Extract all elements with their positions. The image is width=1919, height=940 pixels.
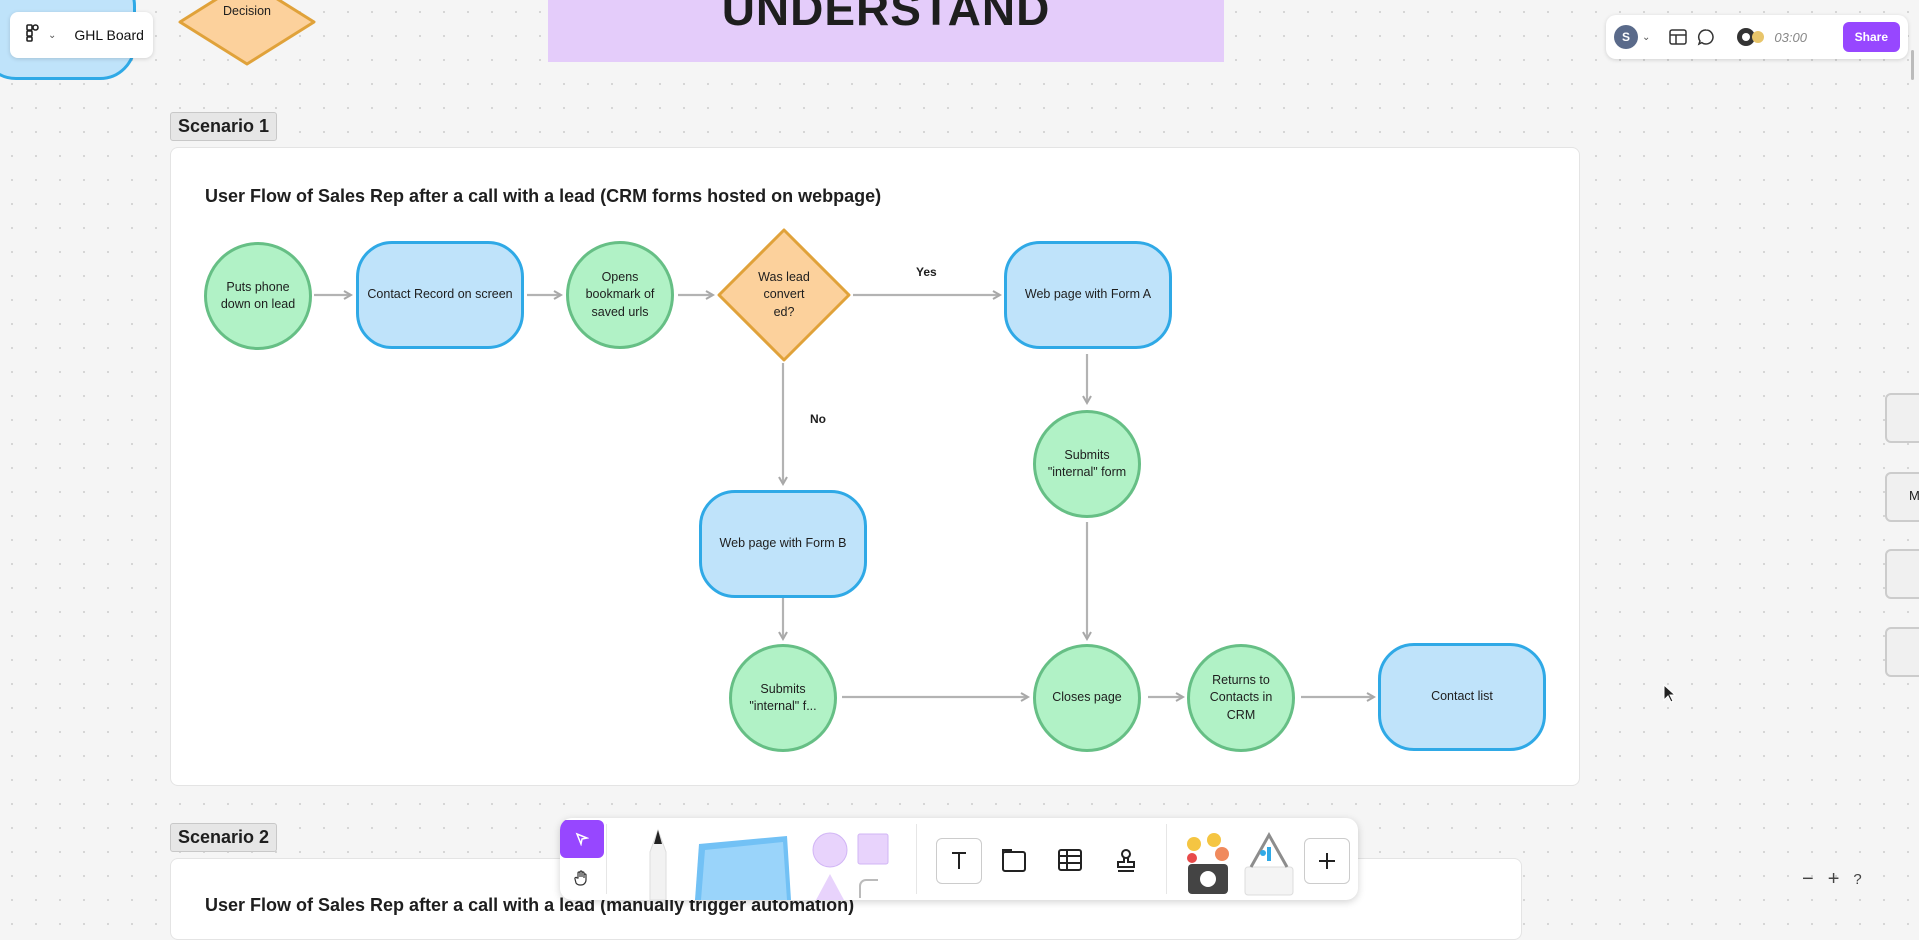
side-panel-tab-2[interactable]: M [1885,472,1919,522]
timer-widget[interactable]: 03:00 [1736,27,1807,47]
node-puts-phone[interactable]: Puts phone down on lead [204,242,312,350]
plus-icon [1319,853,1335,869]
edge-label-yes[interactable]: Yes [916,265,937,279]
scenario-1-tag[interactable]: Scenario 1 [170,112,278,141]
scenario-1-title[interactable]: User Flow of Sales Rep after a call with… [205,186,882,206]
help-button[interactable]: ? [1853,871,1862,888]
file-name[interactable]: GHL Board [74,27,144,43]
side-panel-tab-4[interactable] [1885,627,1919,677]
table-tool-button[interactable] [1048,838,1092,882]
flow-connectors [314,148,1579,785]
mouse-cursor-icon [1663,684,1677,703]
side-panel-tab-label: M [1909,488,1919,503]
widget-button[interactable] [1240,826,1298,898]
text-tool-button[interactable] [936,838,982,884]
sticky-note-tool-button[interactable] [690,830,796,900]
avatar[interactable]: S [1614,25,1638,49]
section-icon [1002,849,1026,872]
layout-icon[interactable] [1668,27,1688,47]
marker-tool-button[interactable] [634,822,682,900]
bottom-toolbar [560,818,1358,900]
stamp-tool-button[interactable] [1104,838,1148,882]
node-opens-bookmark[interactable]: Opens bookmark of saved urls [566,241,674,349]
node-closes-page[interactable]: Closes page [1033,644,1141,752]
side-panel-tab-3[interactable] [1885,549,1919,599]
select-tool-button[interactable] [560,820,604,858]
decision-shape[interactable]: Decision [178,0,316,90]
file-menu[interactable]: ⌄ GHL Board [10,12,153,58]
banner-title: UNDERSTAND [721,0,1051,35]
side-panel-tab-1[interactable] [1885,393,1919,443]
edge-label-no[interactable]: No [810,412,826,426]
node-form-a[interactable]: Web page with Form A [1004,241,1172,349]
marker-icon [649,828,667,900]
shape-tool-button[interactable] [810,826,890,900]
shapes-icon [812,832,889,900]
stickers-icon [1187,833,1229,894]
node-contact-list[interactable]: Contact list [1378,643,1546,751]
sticky-note-icon [695,836,791,900]
node-form-b[interactable]: Web page with Form B [699,490,867,598]
chevron-down-icon[interactable]: ⌄ [48,29,57,41]
hand-tool-button[interactable] [560,860,604,896]
node-contact-record[interactable]: Contact Record on screen [356,241,524,349]
text-icon [952,852,966,869]
node-returns-to-contacts[interactable]: Returns to Contacts in CRM [1187,644,1295,752]
comment-icon[interactable] [1696,27,1716,47]
chevron-down-icon[interactable]: ⌄ [1642,31,1651,43]
table-icon [1058,849,1082,871]
zoom-out-button[interactable]: − [1802,868,1814,890]
section-tool-button[interactable] [992,838,1036,882]
zoom-in-button[interactable]: + [1827,868,1840,890]
timer-icon [1737,28,1765,46]
scenario-1-section[interactable]: User Flow of Sales Rep after a call with… [170,147,1580,786]
was-lead-label: Was lead convert ed? [758,270,810,319]
node-submits-a[interactable]: Submits "internal" form [1033,410,1141,518]
node-was-lead-converted[interactable]: Was lead convert ed? [717,228,851,362]
figjam-logo-icon[interactable] [26,23,40,47]
stamp-icon [1117,849,1135,872]
scrollbar[interactable] [1911,50,1914,80]
node-submits-b[interactable]: Submits "internal" f... [729,644,837,752]
cursor-arrow-icon [575,832,589,846]
zoom-controls: − + ? [1802,868,1862,891]
hand-icon [574,870,587,886]
more-tools-button[interactable] [1304,838,1350,884]
decision-label: Decision [223,3,271,18]
timer-text: 03:00 [1774,29,1807,45]
scenario-2-tag[interactable]: Scenario 2 [170,823,278,852]
widget-icon [1244,831,1294,896]
share-button[interactable]: Share [1842,22,1900,52]
understand-banner[interactable]: UNDERSTAND [548,0,1224,62]
top-right-toolbar: S ⌄ 03:00 Share [1606,15,1908,59]
stickers-button[interactable] [1180,828,1236,900]
